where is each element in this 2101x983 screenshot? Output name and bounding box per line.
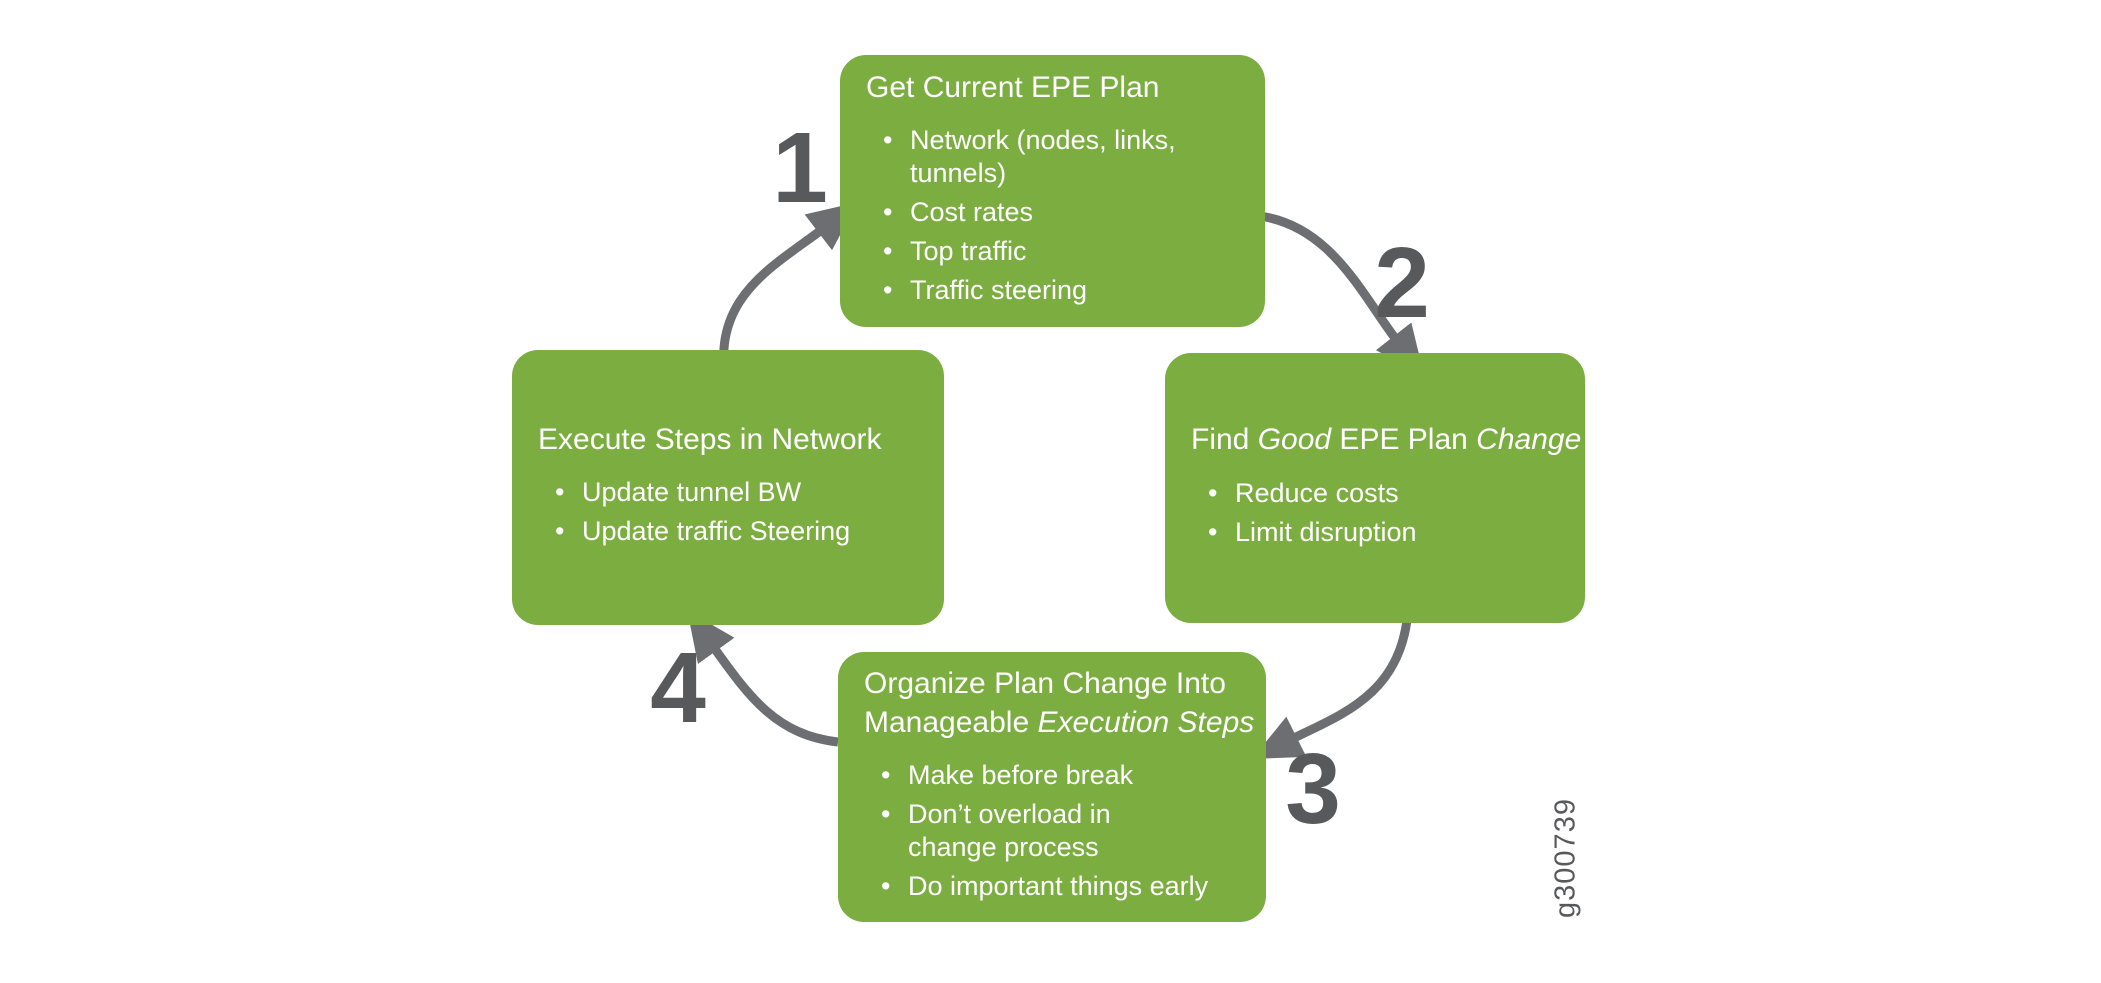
step-1-number: 1 [772, 112, 828, 224]
bullet-item: Don’t overload in change process [881, 798, 1208, 864]
bullet-item: Make before break [881, 759, 1208, 792]
step-4-title: Execute Steps in Network [538, 422, 882, 456]
step-4-bullets: Update tunnel BW Update traffic Steering [538, 470, 850, 554]
bullet-item: Update tunnel BW [555, 476, 850, 509]
step-box-get-current-epe-plan: Get Current EPE Plan Network (nodes, lin… [840, 55, 1265, 327]
bullet-item: Top traffic [883, 235, 1176, 268]
step-2-number: 2 [1374, 227, 1430, 339]
bullet-item: Cost rates [883, 196, 1176, 229]
bullet-item: Limit disruption [1208, 516, 1417, 549]
step-box-execute-steps-in-network: Execute Steps in Network Update tunnel B… [512, 350, 944, 625]
step-3-bullets: Make before breakDon’t overload in chang… [864, 753, 1208, 909]
step-3-number: 3 [1285, 733, 1341, 845]
bullet-item: Do important things early [881, 870, 1208, 903]
bullet-item: Network (nodes, links, tunnels) [883, 124, 1176, 190]
step-1-bullets: Network (nodes, links, tunnels) Cost rate… [866, 118, 1176, 313]
bullet-item: Update traffic Steering [555, 515, 850, 548]
step-2-title: Find Good EPE Plan Change [1191, 423, 1582, 457]
arrow-to-step-4 [687, 610, 839, 747]
step-box-find-good-epe-plan-change: Find Good EPE Plan Change Reduce costsLi… [1165, 353, 1585, 623]
step-4-number: 4 [650, 632, 706, 744]
arrow-to-step-2 [1249, 210, 1425, 376]
figure-id-label: g300739 [1549, 798, 1582, 918]
step-1-title: Get Current EPE Plan [866, 70, 1160, 104]
step-2-bullets: Reduce costsLimit disruption [1191, 471, 1417, 555]
bullet-item: Reduce costs [1208, 477, 1417, 510]
arrow-to-step-3 [1252, 609, 1413, 759]
bullet-item: Traffic steering [883, 274, 1176, 307]
